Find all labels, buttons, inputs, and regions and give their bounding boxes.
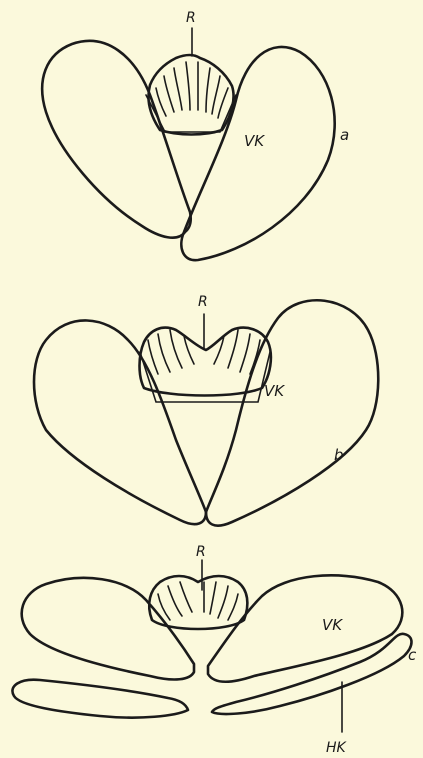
figure-c-label-r: R [196,544,206,560]
figure-c: R VK c HK [12,544,417,756]
figure-a-left-sepal [42,41,191,238]
figure-c-label-hk: HK [326,740,348,756]
figure-c-right-sepal [208,575,402,681]
figure-b: R VK b [34,294,378,526]
figure-b-label-letter: b [334,446,344,464]
figure-c-left-sepal [22,578,194,680]
figure-c-receptacle-ridges [158,582,238,620]
figure-c-right-back-petal [212,634,412,714]
figure-a-right-sepal [181,47,334,260]
figure-c-label-vk: VK [322,616,343,634]
figure-b-left-sepal [34,320,206,524]
figure-b-label-r: R [198,294,208,310]
figure-c-label-letter: c [408,646,417,664]
figure-a-label-r: R [186,10,196,26]
figure-a-label-letter: a [340,126,349,144]
figure-b-right-sepal [206,300,378,525]
figure-b-label-vk: VK [264,382,285,400]
figure-a-label-vk: VK [244,132,265,150]
figure-a: R VK a [42,10,349,260]
figure-c-left-back-petal [12,680,188,718]
figure-a-receptacle [148,55,233,135]
figure-a-receptacle-ridges [156,62,228,118]
